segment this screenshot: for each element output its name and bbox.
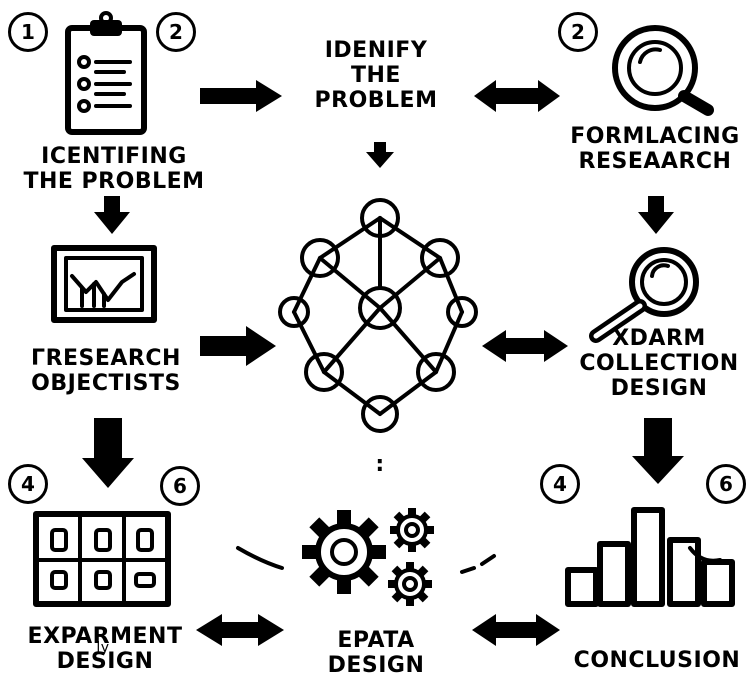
magnifying-glass-icon bbox=[589, 247, 699, 343]
gears-icon bbox=[236, 508, 496, 606]
arrow-double-top bbox=[474, 80, 560, 112]
label-line: THE bbox=[351, 63, 401, 88]
arrow-down-center-top bbox=[366, 142, 394, 168]
arrow-down-left-top bbox=[94, 196, 130, 234]
label-line: EXPARMENT bbox=[27, 624, 183, 649]
label-conclusion: CONCLUSION bbox=[573, 648, 741, 673]
label-line: EPATA bbox=[337, 628, 415, 653]
label-line: OBJECTISTS bbox=[31, 371, 181, 396]
step-number-badge: 1 bbox=[8, 12, 48, 52]
label-formlacing-research: FORMLACING RESEAARCH bbox=[558, 124, 752, 174]
arrow-double-bottom-left bbox=[196, 614, 284, 646]
label-line: RESEAARCH bbox=[578, 149, 732, 174]
label-line: DESIGN bbox=[327, 653, 425, 678]
arrow-down-right-top bbox=[638, 196, 674, 234]
clipboard-checklist-icon bbox=[65, 11, 147, 135]
decorative-dots: : bbox=[375, 452, 385, 477]
step-number-badge: 6 bbox=[160, 466, 200, 506]
label-idenify-the-problem: IDENIFY THE PROBLEM bbox=[296, 38, 456, 113]
label-line: PROBLEM bbox=[314, 88, 438, 113]
step-number-badge: 4 bbox=[540, 464, 580, 504]
label-line: DESIGN bbox=[610, 376, 708, 401]
magnifying-glass-icon bbox=[612, 25, 714, 116]
label-line: ΓRESEARCH bbox=[31, 346, 181, 371]
label-epata-design: EPATA DESIGN bbox=[306, 628, 446, 678]
arrow-right-middle bbox=[200, 326, 276, 366]
scribble-text: ly bbox=[96, 640, 110, 656]
arrow-double-middle bbox=[482, 330, 568, 362]
arrow-double-bottom-right bbox=[472, 614, 560, 646]
step-number-badge: 6 bbox=[706, 464, 746, 504]
grid-cells-icon bbox=[33, 511, 171, 607]
label-identifying-the-problem: ICENTIFING THE PROBLEM bbox=[14, 144, 214, 194]
arrow-down-right-bottom bbox=[632, 418, 684, 484]
network-graph-icon bbox=[278, 198, 478, 433]
label-xdarm-collection-design: XDARM COLLECTION DESIGN bbox=[566, 326, 752, 401]
label-expariment-design: EXPARMENT DESIGN bbox=[10, 624, 200, 674]
label-line: FORMLACING bbox=[570, 124, 740, 149]
arrow-right-top bbox=[200, 80, 282, 112]
label-line: IDENIFY bbox=[324, 38, 428, 63]
label-line: COLLECTION bbox=[579, 351, 739, 376]
step-number-badge: 2 bbox=[156, 12, 196, 52]
label-research-objectists: ΓRESEARCH OBJECTISTS bbox=[6, 346, 206, 396]
step-number-badge: 4 bbox=[8, 464, 48, 504]
arrow-down-left-bottom bbox=[82, 418, 134, 488]
step-number-badge: 2 bbox=[558, 12, 598, 52]
label-line: ICENTIFING bbox=[41, 144, 187, 169]
label-line: THE PROBLEM bbox=[23, 169, 205, 194]
bar-chart-icon bbox=[565, 507, 735, 607]
label-line: DESIGN bbox=[56, 649, 154, 674]
line-chart-board-icon bbox=[51, 245, 157, 323]
label-line: XDARM bbox=[612, 326, 706, 351]
